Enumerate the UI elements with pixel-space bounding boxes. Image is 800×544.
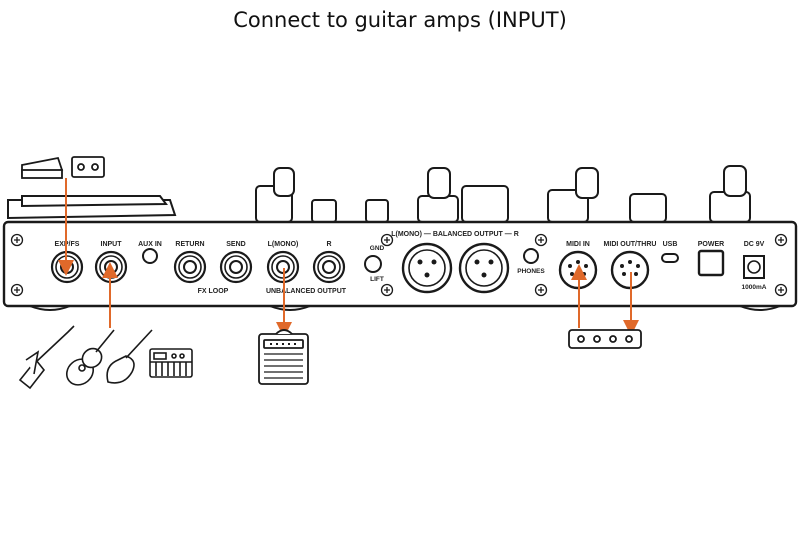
label-l-mono: L(MONO) [268,241,299,248]
label-midi-in: MIDI IN [566,241,590,248]
label-lift: LIFT [370,276,384,283]
keyboard-icon [149,348,193,378]
ground-lift-switch [364,255,382,273]
label-aux-in: AUX IN [138,241,162,248]
unit-top-view [7,165,790,223]
guitar-amp-icon [258,329,309,385]
phones-jack [523,248,539,264]
expression-pedal-icon [21,156,64,179]
label-unbalanced-output: UNBALANCED OUTPUT [266,288,347,295]
label-usb: USB [663,241,678,248]
label-input: INPUT [101,241,123,248]
label-power: POWER [698,241,724,248]
label-ma: 1000mA [742,284,767,291]
power-switch [697,249,725,277]
usb-port [661,253,679,263]
label-fx-loop: FX LOOP [198,288,229,295]
label-return: RETURN [175,241,204,248]
label-send: SEND [226,241,245,248]
midi-device-icon [568,329,642,349]
bass-guitar-icon [106,329,153,384]
diagram-title: Connect to guitar amps (INPUT) [233,8,567,32]
return-jack [173,250,207,284]
label-midi-out-thru: MIDI OUT/THRU [604,241,657,248]
midi-out-port [610,250,650,290]
label-exp-fs: EXP/FS [55,241,80,248]
r-jack [312,250,346,284]
xlr-right-output [458,242,510,294]
xlr-left-output [401,242,453,294]
label-phones: PHONES [517,268,545,275]
rear-panel: EXP/FS INPUT AUX IN RETURN SEND L(MONO) … [2,220,798,311]
footswitch-icon [71,156,105,178]
acoustic-guitar-icon [65,329,115,386]
aux-in-jack [142,248,158,264]
label-r: R [326,241,331,248]
electric-guitar-icon [18,325,75,390]
send-jack [219,250,253,284]
connection-arrows [58,178,639,338]
label-balanced-output: L(MONO) — BALANCED OUTPUT — R [391,231,519,238]
label-gnd: GND [370,245,385,252]
label-dc: DC 9V [744,241,765,248]
